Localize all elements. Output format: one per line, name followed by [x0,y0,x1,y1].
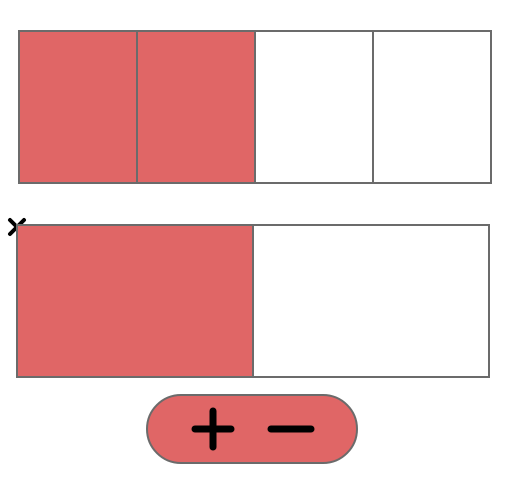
top-bar-segment-4[interactable] [374,32,490,182]
bottom-bar-segment-2[interactable] [254,226,488,376]
decrease-parts-button[interactable] [265,403,317,455]
plus-icon [191,407,235,451]
minus-icon [267,425,315,433]
parts-stepper [146,394,358,464]
top-bar-segment-1[interactable] [20,32,138,182]
top-bar-segment-2[interactable] [138,32,256,182]
bottom-bar-segment-1[interactable] [18,226,254,376]
increase-parts-button[interactable] [187,403,239,455]
fraction-bar-bottom [16,224,490,378]
top-bar-segment-3[interactable] [256,32,374,182]
fraction-bar-top [18,30,492,184]
